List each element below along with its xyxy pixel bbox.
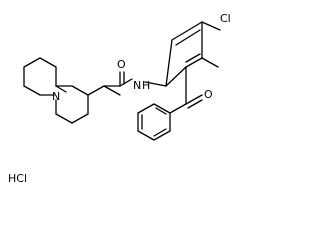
bond	[137, 103, 155, 114]
bond	[153, 130, 171, 141]
bond	[23, 85, 41, 96]
bond	[119, 78, 133, 87]
bond	[71, 85, 89, 96]
bond	[165, 39, 173, 87]
bond	[201, 57, 219, 68]
bond	[169, 103, 187, 114]
bond	[175, 29, 201, 46]
bond	[23, 57, 41, 68]
bond	[71, 113, 89, 124]
amide-hydrogen-atom-label: H	[142, 79, 150, 92]
ring-nitrogen-atom-label: N	[52, 90, 60, 103]
bond	[185, 94, 203, 105]
molecule-structure: O N H N Cl O HCl	[8, 12, 231, 185]
bond	[185, 53, 201, 63]
bond	[155, 107, 167, 115]
atom-labels: O N H N Cl O	[52, 12, 231, 103]
amide-nitrogen-atom-label: N	[133, 79, 141, 92]
bond	[87, 85, 105, 96]
bond	[144, 81, 167, 87]
bond	[39, 57, 57, 68]
bond	[165, 66, 187, 87]
bond	[55, 113, 73, 124]
bond	[187, 99, 203, 109]
oxygen-atom-label: O	[117, 58, 126, 71]
bond	[103, 85, 121, 96]
bond	[137, 130, 155, 141]
salt-label: HCl	[8, 172, 27, 185]
ketone-oxygen-atom-label: O	[204, 88, 213, 101]
bond	[153, 128, 167, 137]
bond	[171, 21, 203, 41]
bond	[185, 57, 203, 68]
chlorine-atom-label: Cl	[220, 12, 231, 25]
bond	[153, 103, 171, 114]
bonds	[23, 21, 221, 141]
bond	[201, 21, 221, 31]
bond	[55, 85, 67, 93]
